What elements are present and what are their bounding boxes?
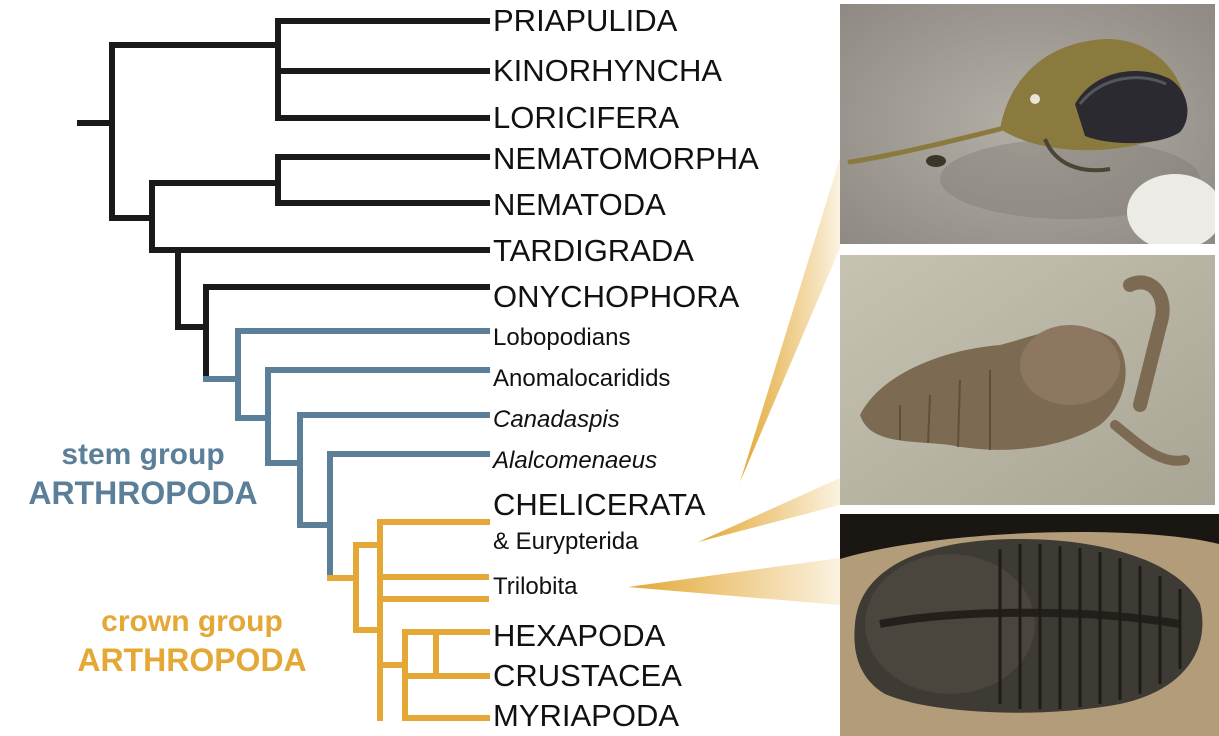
crown-group-label: crown group ARTHROPODA — [42, 607, 342, 676]
taxon-label-trilobita: Trilobita — [493, 575, 577, 599]
taxon-label-loricifera: LORICIFERA — [493, 102, 679, 133]
taxon-label-priapulida: PRIAPULIDA — [493, 5, 677, 36]
taxon-label-nematoda: NEMATODA — [493, 189, 666, 220]
taxon-label-chelicerata: CHELICERATA — [493, 489, 705, 520]
callout-trilobita — [628, 558, 840, 605]
taxon-label-canadaspis: Canadaspis — [493, 408, 620, 432]
callout-chelicerata — [740, 158, 840, 482]
stem-group-label: stem group ARTHROPODA — [8, 440, 278, 509]
taxon-label-tardigrada: TARDIGRADA — [493, 235, 694, 266]
horseshoe-crab-photo — [840, 4, 1215, 244]
taxon-label-kinorhyncha: KINORHYNCHA — [493, 55, 722, 86]
eurypterid-fossil-photo — [840, 255, 1215, 505]
crown-group-line2: ARTHROPODA — [42, 644, 342, 676]
taxon-label-lobopodians: Lobopodians — [493, 326, 630, 350]
taxon-label-onychophora: ONYCHOPHORA — [493, 281, 739, 312]
taxon-label-eurypterida: & Eurypterida — [493, 530, 638, 554]
taxon-label-alalcomenaeus: Alalcomenaeus — [493, 449, 657, 473]
taxon-label-hexapoda: HEXAPODA — [493, 620, 665, 651]
crown-group-line1: crown group — [42, 607, 342, 637]
trilobite-fossil-photo — [840, 514, 1219, 736]
taxon-label-crustacea: CRUSTACEA — [493, 660, 682, 691]
stem-group-line2: ARTHROPODA — [8, 477, 278, 509]
taxon-label-nematomorpha: NEMATOMORPHA — [493, 143, 759, 174]
stem-group-line1: stem group — [8, 440, 278, 470]
callout-eurypterida — [698, 478, 840, 542]
taxon-label-anomalocaridids: Anomalocaridids — [493, 367, 670, 391]
taxon-label-myriapoda: MYRIAPODA — [493, 700, 679, 731]
